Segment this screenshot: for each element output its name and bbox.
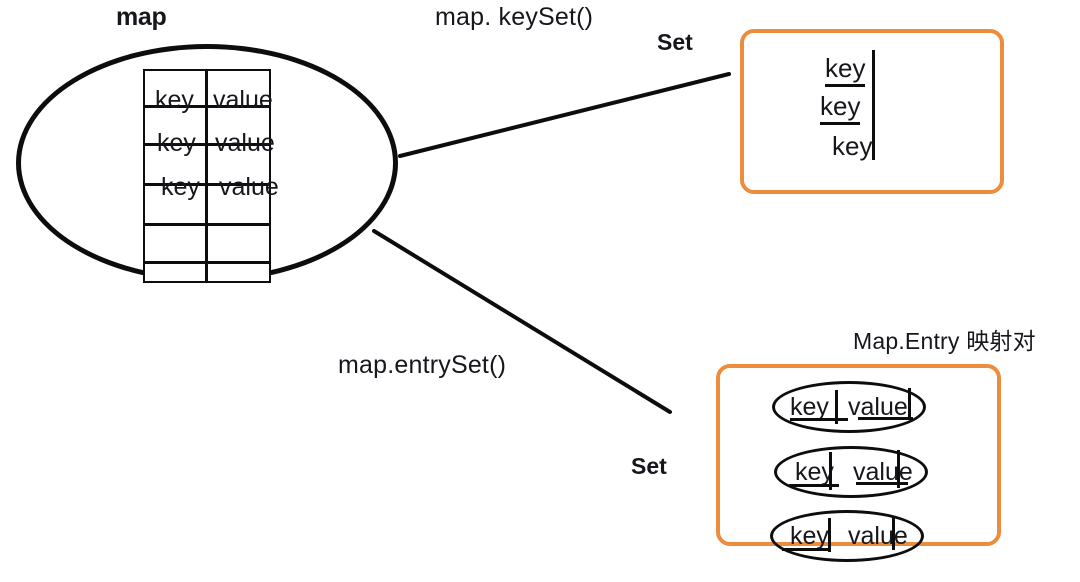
map-table-row-divider <box>145 261 269 264</box>
entryset-call-label: map.entrySet() <box>338 351 507 379</box>
entry-ellipse <box>772 381 926 433</box>
entry-underline <box>856 482 908 485</box>
connector-map-to-entryset <box>372 229 672 414</box>
entry-separator <box>897 450 900 488</box>
entry-separator <box>892 516 895 550</box>
keyset-call-label: map. keySet() <box>435 3 594 31</box>
entry-pair: key value <box>795 460 913 485</box>
entry-underline <box>782 548 830 551</box>
entry-separator <box>829 452 832 490</box>
keyset-vertical-divider <box>872 50 875 160</box>
map-table-row-divider <box>145 143 269 146</box>
map-table-value: value <box>213 86 273 114</box>
map-title: map <box>116 3 167 31</box>
map-table-row: key value <box>157 131 275 156</box>
map-table-value: value <box>219 173 279 201</box>
map-table-row-divider <box>145 183 269 186</box>
map-table-row: key value <box>161 175 279 200</box>
entry-value: value <box>848 522 908 550</box>
entry-value: value <box>853 458 913 486</box>
entry-key: key <box>790 522 829 550</box>
map-table <box>143 69 271 283</box>
keyset-box <box>740 29 1004 194</box>
entry-separator <box>828 518 831 552</box>
map-table-column-divider <box>205 71 208 281</box>
entry-key: key <box>795 458 834 486</box>
keyset-key-item: key <box>832 131 873 161</box>
map-table-key: key <box>155 86 194 114</box>
connector-map-to-keyset <box>398 72 731 158</box>
map-table-row-divider <box>145 105 269 108</box>
set-label-top: Set <box>657 29 693 55</box>
entry-key: key <box>790 393 829 421</box>
set-label-bottom: Set <box>631 453 667 479</box>
keyset-key-item: key <box>820 93 861 125</box>
entry-separator <box>835 390 838 424</box>
entry-underline <box>858 417 913 420</box>
entry-pair: key value <box>790 395 908 420</box>
entry-value: value <box>848 393 908 421</box>
map-table-value: value <box>215 129 275 157</box>
keyset-key-item: key <box>825 55 866 87</box>
map-table-key: key <box>157 129 196 157</box>
map-table-key: key <box>161 173 200 201</box>
entry-pair: key value <box>790 524 908 549</box>
entry-ellipse <box>770 510 924 562</box>
entry-ellipse <box>774 446 928 498</box>
entry-underline <box>789 484 839 487</box>
map-entry-caption: Map.Entry 映射对 <box>853 328 1036 354</box>
map-table-row-divider <box>145 223 269 226</box>
map-table-row: key value <box>155 88 273 113</box>
entry-underline <box>790 418 848 421</box>
entry-separator <box>908 388 911 418</box>
